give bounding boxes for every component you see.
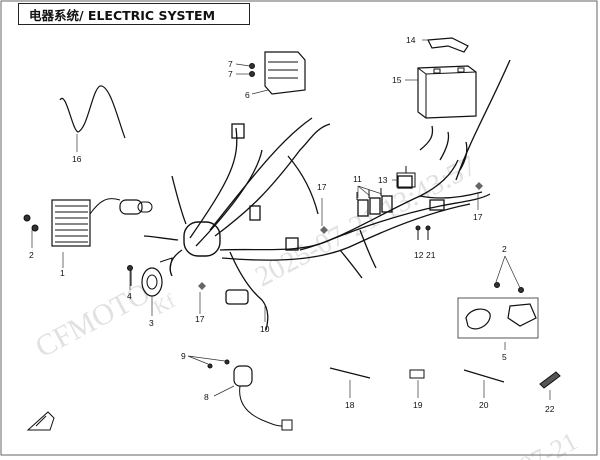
leader-9	[187, 355, 226, 365]
part-10-main-harness	[143, 59, 511, 331]
callout-labels: 1 2 2 3 4 5 6 7 7 8 9 10 11 12 13 14 15 …	[29, 35, 555, 414]
callout-13: 13	[378, 175, 388, 185]
front-direction-arrow	[26, 411, 55, 431]
callout-7b: 7	[228, 69, 233, 79]
leader-8	[213, 385, 235, 397]
part-11-relays	[356, 188, 382, 200]
callout-17b: 17	[317, 182, 327, 192]
callout-3: 3	[149, 318, 154, 328]
callout-22: 22	[545, 404, 555, 414]
callout-2a: 2	[29, 250, 34, 260]
callout-14: 14	[406, 35, 416, 45]
part-12-21-fasteners	[415, 225, 431, 240]
callout-4: 4	[127, 291, 132, 301]
part-17-clips	[198, 182, 483, 290]
callout-19: 19	[413, 400, 423, 410]
part-1-regulator	[23, 198, 153, 247]
part-8-ignition-coil	[207, 359, 293, 431]
leader-7a	[235, 63, 251, 67]
callout-11: 11	[353, 174, 362, 184]
callout-17c: 17	[473, 212, 483, 222]
part-3-horn	[141, 257, 173, 297]
part-15-battery	[417, 65, 477, 119]
diagram-title-text: 电器系统/ ELECTRIC SYSTEM	[29, 7, 216, 23]
leader-2b	[495, 255, 521, 289]
callout-7a: 7	[228, 59, 233, 69]
callout-15: 15	[392, 75, 402, 85]
callout-10: 10	[260, 324, 270, 334]
part-16-wire	[59, 85, 126, 139]
callout-20: 20	[479, 400, 489, 410]
callout-6: 6	[245, 90, 250, 100]
callout-21a: 21	[426, 250, 436, 260]
part-5-switch	[457, 282, 539, 339]
leader-6	[251, 89, 269, 95]
callout-17a: 17	[195, 314, 205, 324]
callout-9: 9	[181, 351, 186, 361]
part-22-tie	[539, 371, 561, 389]
part-19-connector	[409, 369, 425, 379]
diagram-title: 电器系统/ ELECTRIC SYSTEM	[18, 3, 250, 25]
part-14-bracket	[427, 37, 469, 53]
callout-5: 5	[502, 352, 507, 362]
part-18-wire	[329, 367, 371, 379]
callout-18: 18	[345, 400, 355, 410]
callout-16: 16	[72, 154, 82, 164]
callout-8: 8	[204, 392, 209, 402]
part-20-wire	[463, 369, 505, 383]
callout-2b: 2	[502, 244, 507, 254]
leader-11	[357, 185, 383, 198]
part-6-ecu	[249, 51, 306, 95]
callout-12: 12	[414, 250, 424, 260]
callout-1: 1	[60, 268, 65, 278]
